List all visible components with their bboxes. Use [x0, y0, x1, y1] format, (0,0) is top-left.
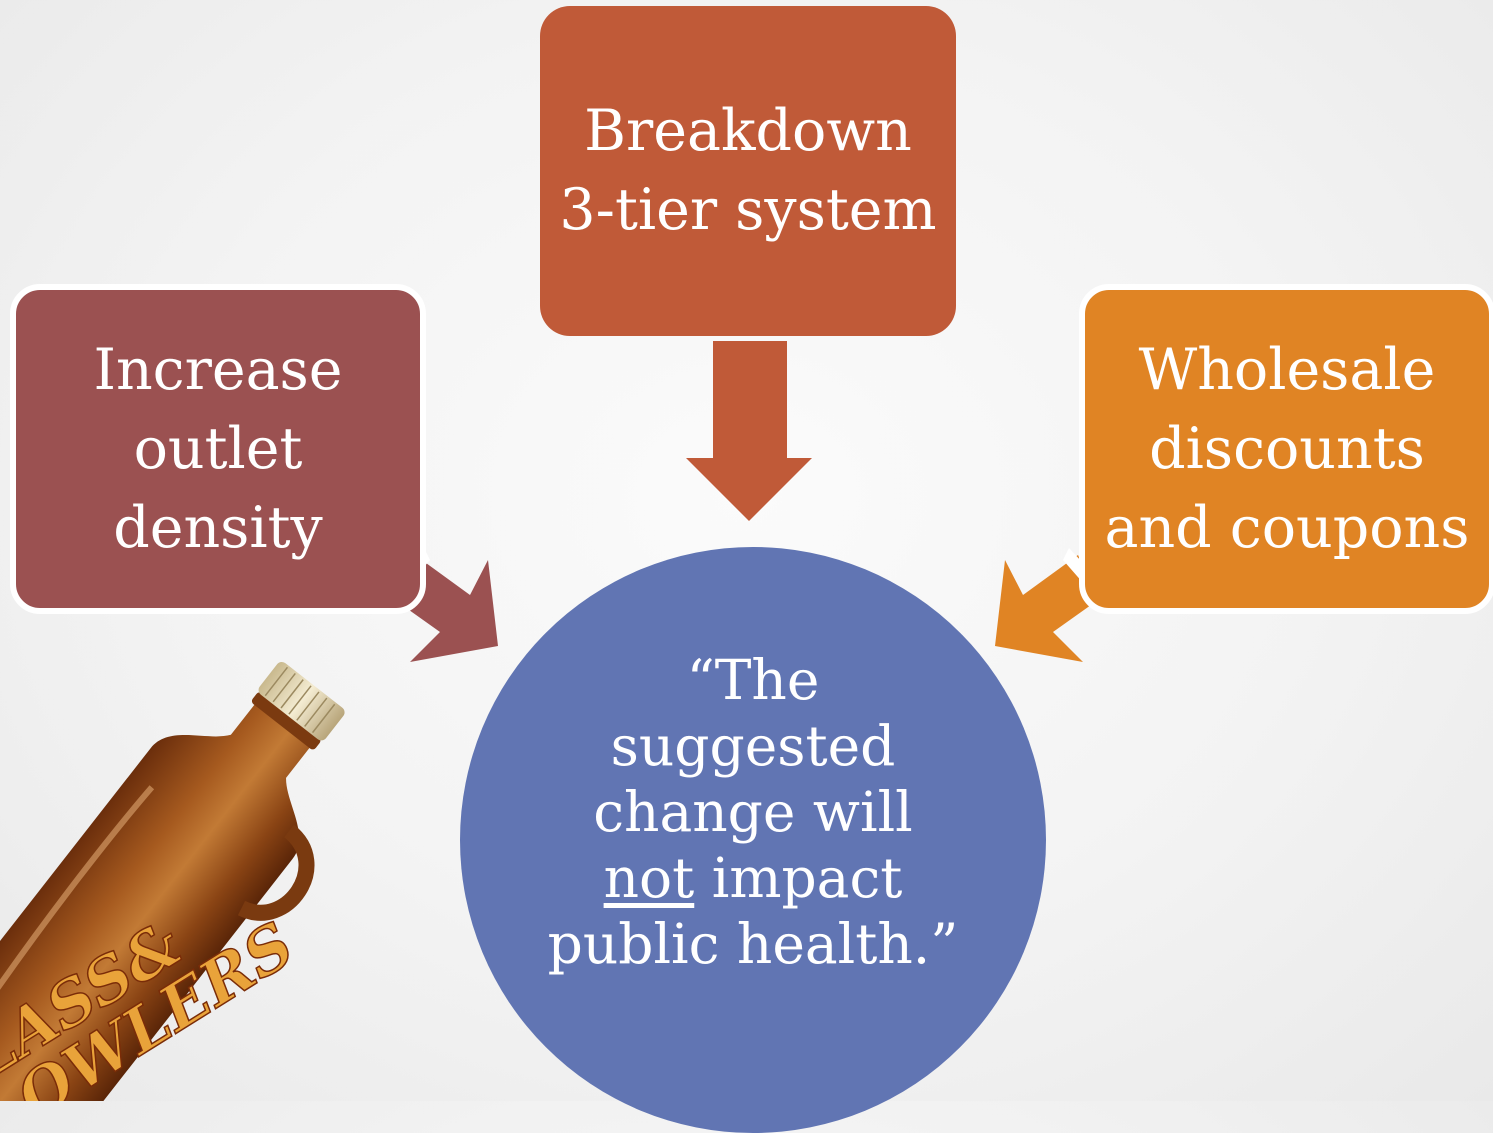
quote-underlined-word: not [603, 846, 695, 910]
increase-density-line1: Increase [93, 336, 343, 403]
increase-density-line3: density [113, 494, 323, 561]
wholesale-line2: discounts [1149, 415, 1425, 482]
quote-line4-rest: impact [694, 846, 903, 910]
breakdown-box-line1: Breakdown [584, 98, 912, 164]
center-quote-circle: “The suggested change will not impact pu… [460, 547, 1046, 1133]
increase-density-line2: outlet [133, 415, 303, 482]
down-arrow [686, 341, 812, 521]
quote-line4: not impact [548, 845, 959, 911]
breakdown-box: Breakdown 3-tier system [540, 6, 956, 336]
quote-line2: suggested [610, 714, 896, 778]
growler-bottle-image: LASS& OWLERS [0, 640, 420, 1101]
quote-line1: “The [686, 648, 820, 712]
slide: LASS& OWLERS Breakdown 3-tier system Inc… [0, 6, 1493, 1133]
growler-bottle-illustration: LASS& OWLERS [0, 662, 345, 1101]
quote-line3: change will [593, 780, 913, 844]
wholesale-line3: and coupons [1104, 494, 1470, 561]
wholesale-line1: Wholesale [1138, 336, 1436, 403]
wholesale-discounts-box: Wholesale discounts and coupons [1079, 284, 1493, 614]
quote-line5: public health.” [547, 912, 959, 976]
increase-density-box: Increase outlet density [10, 284, 426, 614]
breakdown-box-line2: 3-tier system [559, 177, 937, 243]
